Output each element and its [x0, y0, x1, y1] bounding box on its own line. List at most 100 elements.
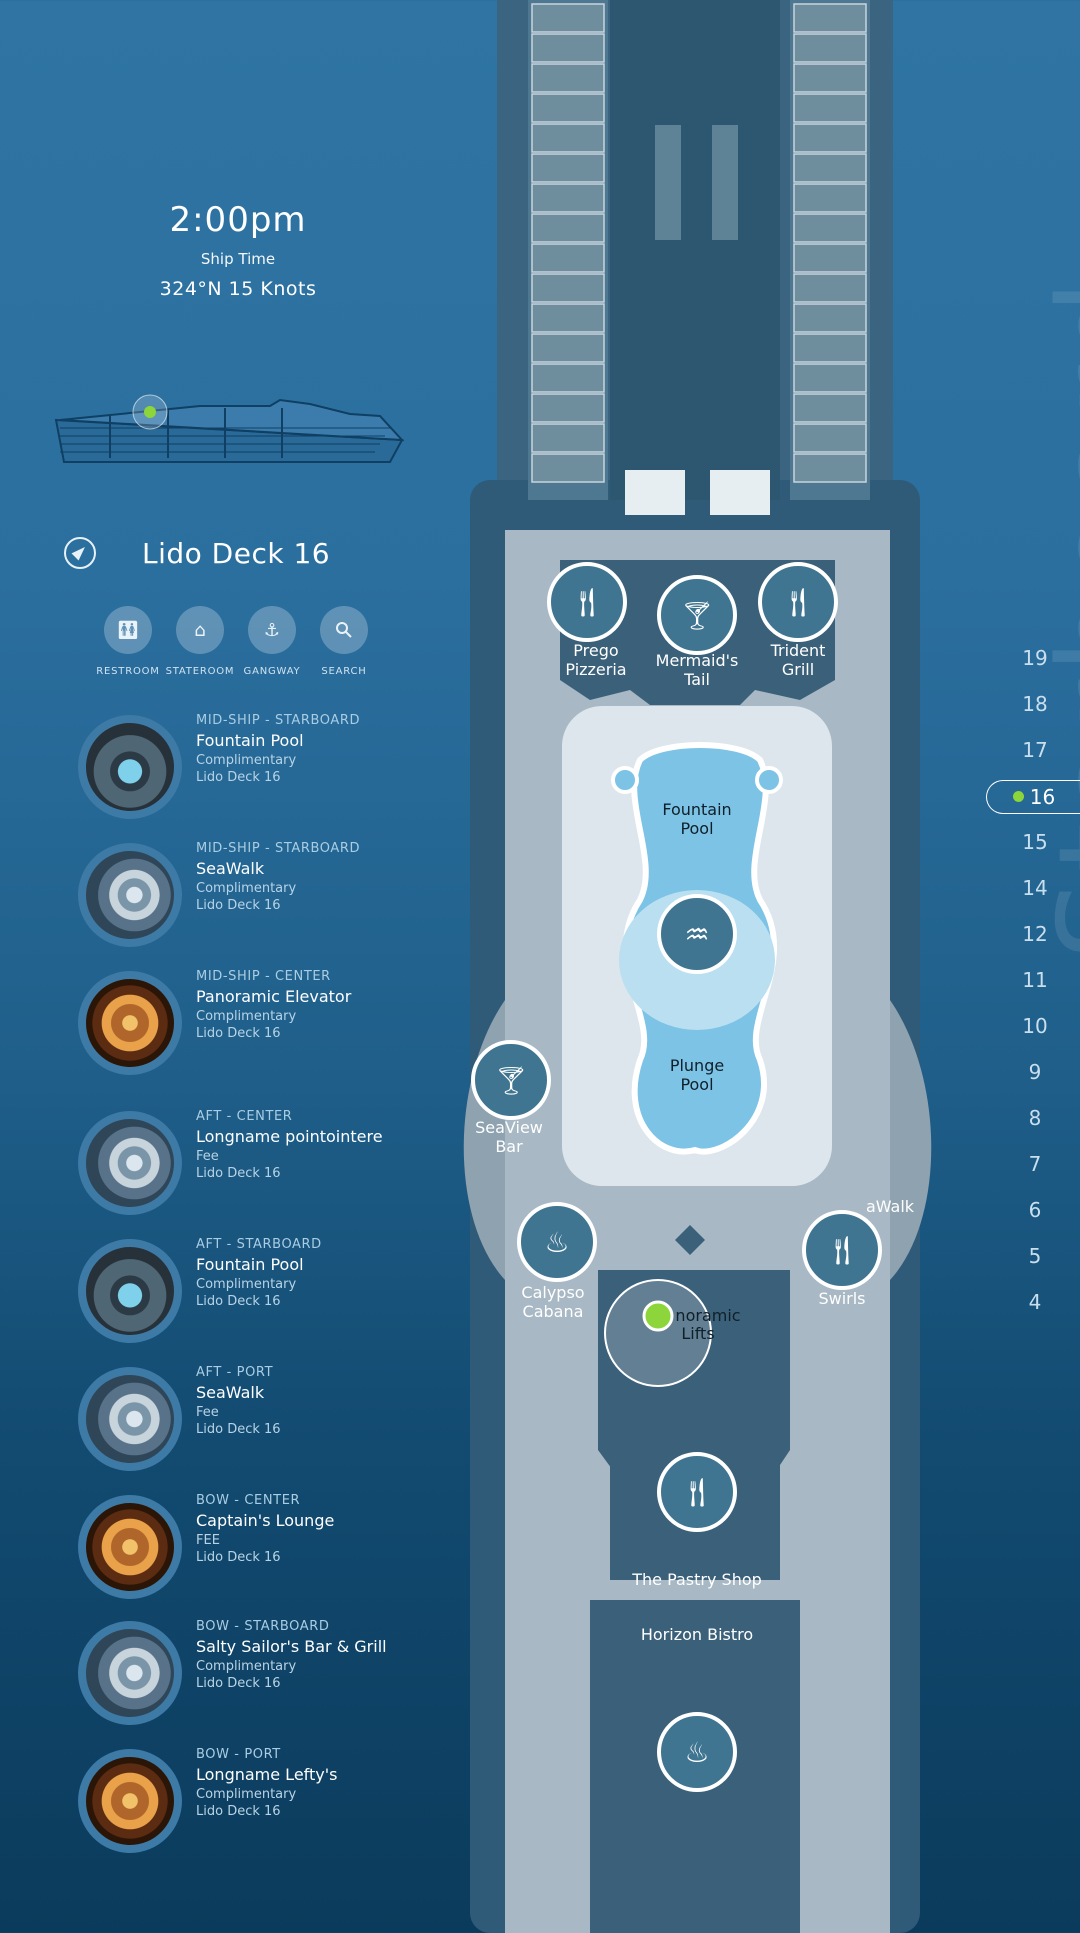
- deck-8-button[interactable]: 8: [990, 1102, 1080, 1134]
- stateroom-button[interactable]: ⌂ STATEROOM: [166, 606, 234, 677]
- deck-number: 17: [1022, 738, 1048, 762]
- deck-number: 14: [1022, 876, 1048, 900]
- deck-number: 4: [1028, 1290, 1042, 1314]
- poi-location: BOW - STARBOARD: [196, 1619, 330, 1634]
- search-button[interactable]: SEARCH: [318, 606, 370, 677]
- deck-10-button[interactable]: 10: [990, 1010, 1080, 1042]
- svg-text:🍴︎: 🍴︎: [569, 586, 605, 619]
- stateroom-label: STATEROOM: [165, 666, 235, 677]
- you-are-here-halo: [604, 1279, 712, 1387]
- poi-deck: Lido Deck 16: [196, 770, 281, 785]
- poi-fee: Complimentary: [196, 1659, 297, 1674]
- deck-number: 11: [1022, 968, 1048, 992]
- deck-12-button[interactable]: 12: [990, 918, 1080, 950]
- poi-thumbnail: [78, 1111, 182, 1215]
- quick-actions: 🚻︎ RESTROOM ⌂ STATEROOM ⚓︎ GANGWAY SEARC…: [96, 606, 370, 677]
- map-label-horizon: Horizon Bistro: [640, 1625, 754, 1644]
- poi-deck: Lido Deck 16: [196, 1166, 281, 1181]
- map-label-lifts: Lifts: [681, 1324, 715, 1343]
- poi-thumbnail: [78, 715, 182, 819]
- poi-name: Panoramic Elevator: [196, 987, 352, 1006]
- poi-thumbnail: [78, 1239, 182, 1343]
- mermaids-tail-marker[interactable]: 🍸︎: [657, 575, 737, 655]
- trident-grill-marker[interactable]: 🍴︎: [758, 562, 838, 642]
- poi-fee: Complimentary: [196, 1787, 297, 1802]
- deck-6-button[interactable]: 6: [990, 1194, 1080, 1226]
- map-label-prego: Prego: [573, 641, 619, 660]
- horizon-bistro-marker[interactable]: ♨︎: [657, 1712, 737, 1792]
- poi-deck: Lido Deck 16: [196, 1676, 281, 1691]
- deck-19-button[interactable]: 19: [990, 642, 1080, 674]
- swirls-marker[interactable]: 🍴︎: [802, 1210, 882, 1290]
- deck-18-button[interactable]: 18: [990, 688, 1080, 720]
- deck-11-button[interactable]: 11: [990, 964, 1080, 996]
- map-label-seaview: SeaView: [475, 1118, 543, 1137]
- fountain-marker[interactable]: ♒︎: [657, 894, 737, 974]
- map-label-seaview: Bar: [495, 1137, 523, 1156]
- map-label-plunge: Pool: [680, 1075, 714, 1094]
- svg-text:🍴︎: 🍴︎: [780, 586, 816, 619]
- svg-text:🍸︎: 🍸︎: [493, 1064, 529, 1097]
- deck-number: 7: [1028, 1152, 1042, 1176]
- poi-name: SeaWalk: [196, 1383, 265, 1402]
- svg-text:🍴︎: 🍴︎: [824, 1234, 860, 1267]
- compass-icon[interactable]: [64, 537, 96, 569]
- restroom-label: RESTROOM: [96, 666, 160, 677]
- ship-time-label: Ship Time: [200, 250, 276, 268]
- map-label-plunge: Plunge: [669, 1056, 725, 1075]
- deck-15-button[interactable]: 15: [990, 826, 1080, 858]
- calypso-cabana-marker[interactable]: ♨︎: [517, 1202, 597, 1282]
- deck-4-button[interactable]: 4: [990, 1286, 1080, 1318]
- poi-location: AFT - PORT: [196, 1365, 274, 1380]
- poi-fee: Complimentary: [196, 881, 297, 896]
- info-panel: 2:00pm Ship Time 324°N 15 Knots Lido Dec…: [0, 0, 470, 1933]
- svg-text:🍸︎: 🍸︎: [679, 599, 715, 632]
- poi-thumbnail: [78, 1495, 182, 1599]
- poi-deck: Lido Deck 16: [196, 1294, 281, 1309]
- gangway-button[interactable]: ⚓︎ GANGWAY: [244, 606, 300, 677]
- pastry-shop-marker[interactable]: 🍴︎: [657, 1452, 737, 1532]
- deck-number: 8: [1028, 1106, 1042, 1130]
- poi-name: Captain's Lounge: [196, 1511, 335, 1530]
- map-label-fountain: Pool: [680, 819, 714, 838]
- poi-deck: Lido Deck 16: [196, 1550, 281, 1565]
- restroom-button[interactable]: 🚻︎ RESTROOM: [96, 606, 159, 677]
- deck-9-button[interactable]: 9: [990, 1056, 1080, 1088]
- poi-fee: Fee: [196, 1149, 219, 1164]
- deck-number: 12: [1022, 922, 1048, 946]
- ship-heading: 324°N 15 Knots: [159, 278, 317, 300]
- deck-16-button[interactable]: 16: [986, 780, 1080, 814]
- poi-thumbnail: [78, 1367, 182, 1471]
- seaview-bar-marker[interactable]: 🍸︎: [471, 1040, 551, 1120]
- map-label-calypso: Cabana: [522, 1302, 584, 1321]
- svg-text:♒︎: ♒︎: [684, 918, 709, 951]
- deck-name: Lido Deck 16: [142, 536, 331, 570]
- ship-profile-mini[interactable]: [50, 392, 410, 470]
- deck-7-button[interactable]: 7: [990, 1148, 1080, 1180]
- map-label-trident: Trident: [770, 641, 826, 660]
- bed-icon: ⌂: [176, 606, 224, 654]
- deck-17-button[interactable]: 17: [990, 734, 1080, 766]
- prego-pizzeria-marker[interactable]: 🍴︎: [547, 562, 627, 642]
- poi-fee: Complimentary: [196, 753, 297, 768]
- map-label-prego: Pizzeria: [565, 660, 627, 679]
- poi-location: MID-SHIP - STARBOARD: [196, 841, 361, 856]
- poi-fee: FEE: [196, 1533, 220, 1548]
- poi-location: MID-SHIP - STARBOARD: [196, 713, 361, 728]
- deck-5-button[interactable]: 5: [990, 1240, 1080, 1272]
- deck-number: 9: [1028, 1060, 1042, 1084]
- map-label-mermaid: Tail: [684, 670, 710, 689]
- deck-number: 6: [1028, 1198, 1042, 1222]
- deck-14-button[interactable]: 14: [990, 872, 1080, 904]
- poi-thumbnail: [78, 1621, 182, 1725]
